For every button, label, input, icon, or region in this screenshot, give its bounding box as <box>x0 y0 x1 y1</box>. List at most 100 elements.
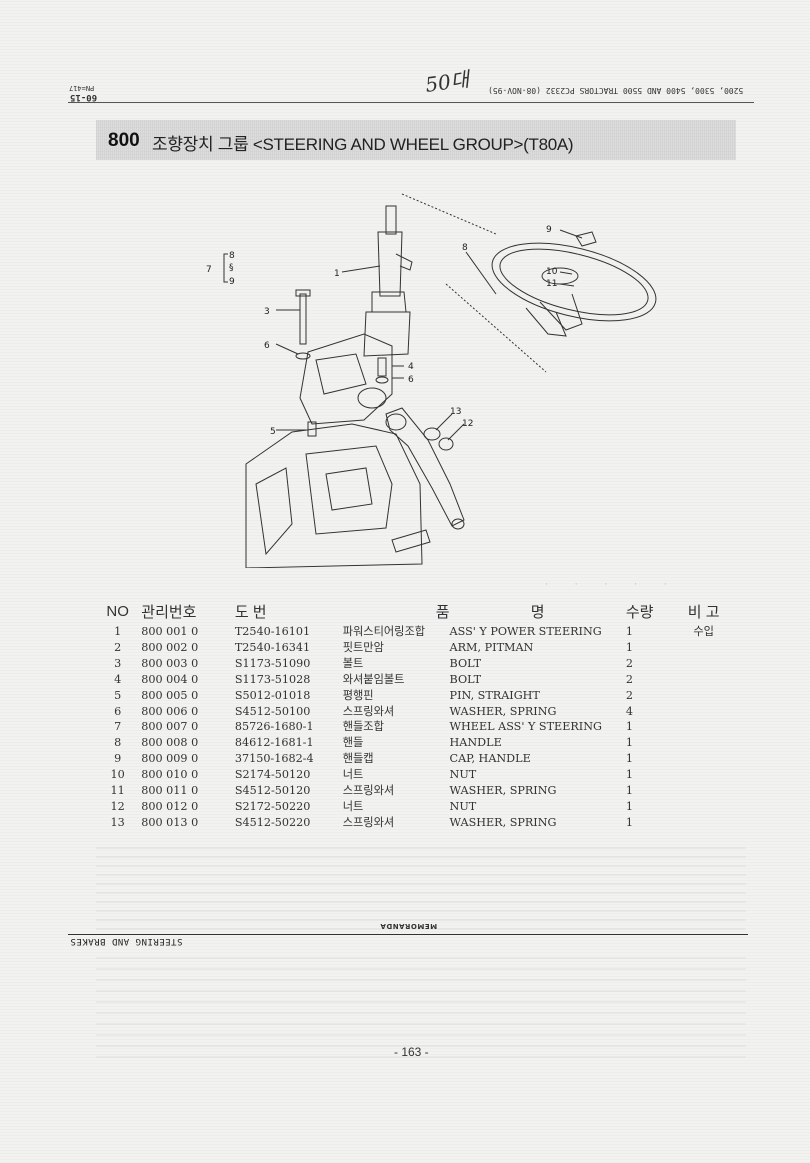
cell-no: 3 <box>114 656 122 670</box>
group-title: 조향장치 그룹 <STEERING AND WHEEL GROUP>(T80A) <box>152 135 574 154</box>
cell-ko: 너트 <box>342 768 364 782</box>
washer-13 <box>423 427 441 441</box>
column-bracket <box>395 253 413 271</box>
cell-mgmt: 800 005 0 <box>141 688 199 702</box>
cell-remark <box>667 799 740 815</box>
cell-remark <box>667 640 740 656</box>
cell-mgmt: 800 003 0 <box>141 656 199 670</box>
cell-remark <box>667 719 740 735</box>
cell-en: WASHER, SPRING <box>449 784 557 798</box>
cell-en: NUT <box>449 799 477 813</box>
callout-9b: 9 <box>546 225 552 235</box>
cell-remark <box>667 672 740 688</box>
cell-en: PIN, STRAIGHT <box>449 688 540 702</box>
cell-drawing: S1173-51028 <box>234 672 311 686</box>
cell-no: 9 <box>114 752 122 766</box>
cell-no: 12 <box>110 799 125 813</box>
cell-drawing: S2172-50220 <box>234 799 311 813</box>
cell-drawing: 84612-1681-1 <box>234 736 314 750</box>
cell-drawing: T2540-16101 <box>234 625 311 638</box>
callout-7: 7 <box>206 265 212 275</box>
cell-en: ASS' Y POWER STEERING <box>449 625 602 638</box>
col-name-en: 명 <box>530 603 545 621</box>
cell-no: 5 <box>114 688 122 702</box>
callout-dash: § <box>229 263 234 273</box>
cell-remark <box>667 735 740 751</box>
col-mgmt-no: 관리번호 <box>141 603 197 621</box>
cell-no: 4 <box>114 672 122 686</box>
gear-box <box>299 333 393 425</box>
cell-mgmt: 800 013 0 <box>141 815 199 829</box>
header-section-code: 60-15 <box>70 92 98 102</box>
shade-band <box>96 840 746 930</box>
cell-remark <box>667 751 740 767</box>
callout-8b: 8 <box>462 243 468 253</box>
cell-drawing: 37150-1682-4 <box>234 752 314 766</box>
cell-qty: 2 <box>625 688 633 702</box>
cell-mgmt: 800 007 0 <box>141 720 199 734</box>
housing-detail <box>255 467 293 556</box>
pitman-shaft <box>357 387 387 409</box>
cell-ko: 와셔붙임볼트 <box>342 672 405 686</box>
callout-5: 5 <box>270 427 276 437</box>
cap-9 <box>575 231 597 247</box>
steering-exploded-diagram: 8 § 9 7 1 3 6 4 6 5 8 9 10 11 13 12 <box>206 193 657 568</box>
header-model-text: 5200, 5300, 5400 AND 5500 TRACTORS PC233… <box>488 86 744 95</box>
col-drawing-no: 도 번 <box>234 603 267 621</box>
cell-mgmt: 800 011 0 <box>141 784 199 798</box>
page-number: - 163 - <box>394 1045 429 1059</box>
cell-drawing: T2540-16341 <box>234 640 311 654</box>
handwritten-note: 50대 <box>423 67 471 97</box>
cell-en: HANDLE <box>449 736 502 750</box>
cell-qty: 1 <box>625 768 633 782</box>
cell-en: BOLT <box>449 672 482 686</box>
header-pn: PN=417 <box>69 84 95 92</box>
bolt-4 <box>377 357 387 377</box>
cell-ko: 스프링와셔 <box>342 784 395 798</box>
cell-drawing: S2174-50120 <box>234 768 311 782</box>
cell-remark <box>667 656 740 672</box>
transmission-housing <box>245 423 423 568</box>
cell-no: 11 <box>110 784 125 798</box>
cell-ko: 핸들캡 <box>342 752 374 766</box>
cell-ko: 핏트만암 <box>342 640 384 654</box>
cell-remark <box>667 815 740 831</box>
cell-drawing: S4512-50100 <box>234 704 311 718</box>
cell-remark <box>667 704 740 720</box>
cell-no: 7 <box>114 720 122 734</box>
cell-mgmt: 800 001 0 <box>141 625 199 638</box>
cell-qty: 1 <box>625 815 633 829</box>
section-footer: STEERING AND BRAKES <box>70 936 183 946</box>
cell-drawing: S5012-01018 <box>234 688 311 702</box>
cell-no: 6 <box>114 704 122 718</box>
callout-6a: 6 <box>264 341 270 351</box>
pin-5 <box>307 421 317 437</box>
steering-wheel-hub <box>539 293 583 331</box>
cell-qty: 1 <box>625 799 633 813</box>
shade-band-lower <box>96 948 746 1058</box>
cell-drawing: S4512-50220 <box>234 815 311 829</box>
cell-remark <box>667 688 740 704</box>
cell-qty: 1 <box>625 625 633 638</box>
cell-ko: 핸들 <box>342 736 364 750</box>
cell-remark <box>667 767 740 783</box>
cell-en: WASHER, SPRING <box>449 704 557 718</box>
column-lower <box>363 311 411 357</box>
callout-3: 3 <box>264 307 270 317</box>
cell-en: NUT <box>449 768 477 782</box>
cell-ko: 스프링와셔 <box>342 815 395 829</box>
washer-6 <box>295 352 311 360</box>
cell-mgmt: 800 012 0 <box>141 799 199 813</box>
cell-qty: 1 <box>625 736 633 750</box>
cell-mgmt: 800 002 0 <box>141 640 199 654</box>
cell-qty: 4 <box>625 704 633 718</box>
